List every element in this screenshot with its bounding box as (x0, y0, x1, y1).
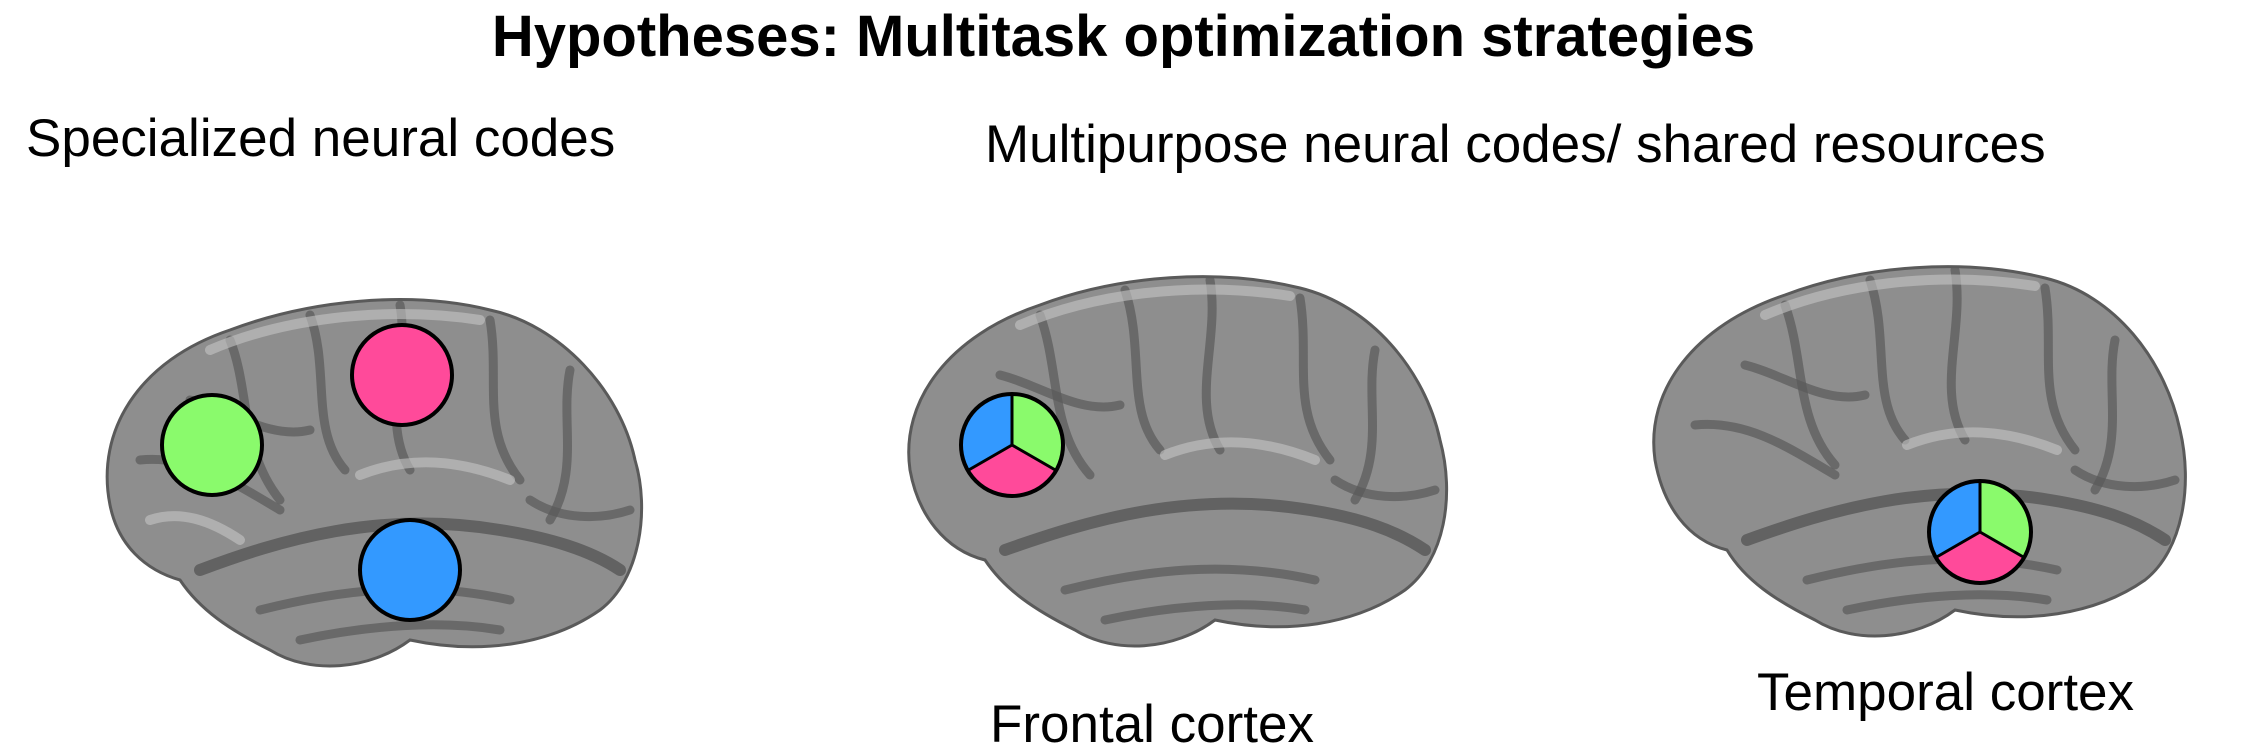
brain-icon (907, 275, 1449, 648)
temporal-shared-pie-icon (1927, 479, 2033, 585)
brain-surface (907, 275, 1449, 648)
blue-region-circle-icon (358, 518, 462, 622)
pink-region-circle-icon (350, 323, 454, 427)
multipurpose-heading: Multipurpose neural codes/ shared resour… (985, 115, 2046, 174)
brain-surface (1652, 265, 2187, 638)
specialized-heading: Specialized neural codes (26, 109, 616, 168)
brain-icon (105, 298, 644, 668)
frontal-cortex-label: Frontal cortex (990, 695, 1315, 754)
page-title: Hypotheses: Multitask optimization strat… (491, 4, 1756, 69)
frontal-shared-pie-icon (959, 392, 1065, 498)
brain-icon (1652, 265, 2187, 638)
temporal-cortex-label: Temporal cortex (1757, 663, 2135, 722)
green-region-circle-icon (160, 393, 264, 497)
